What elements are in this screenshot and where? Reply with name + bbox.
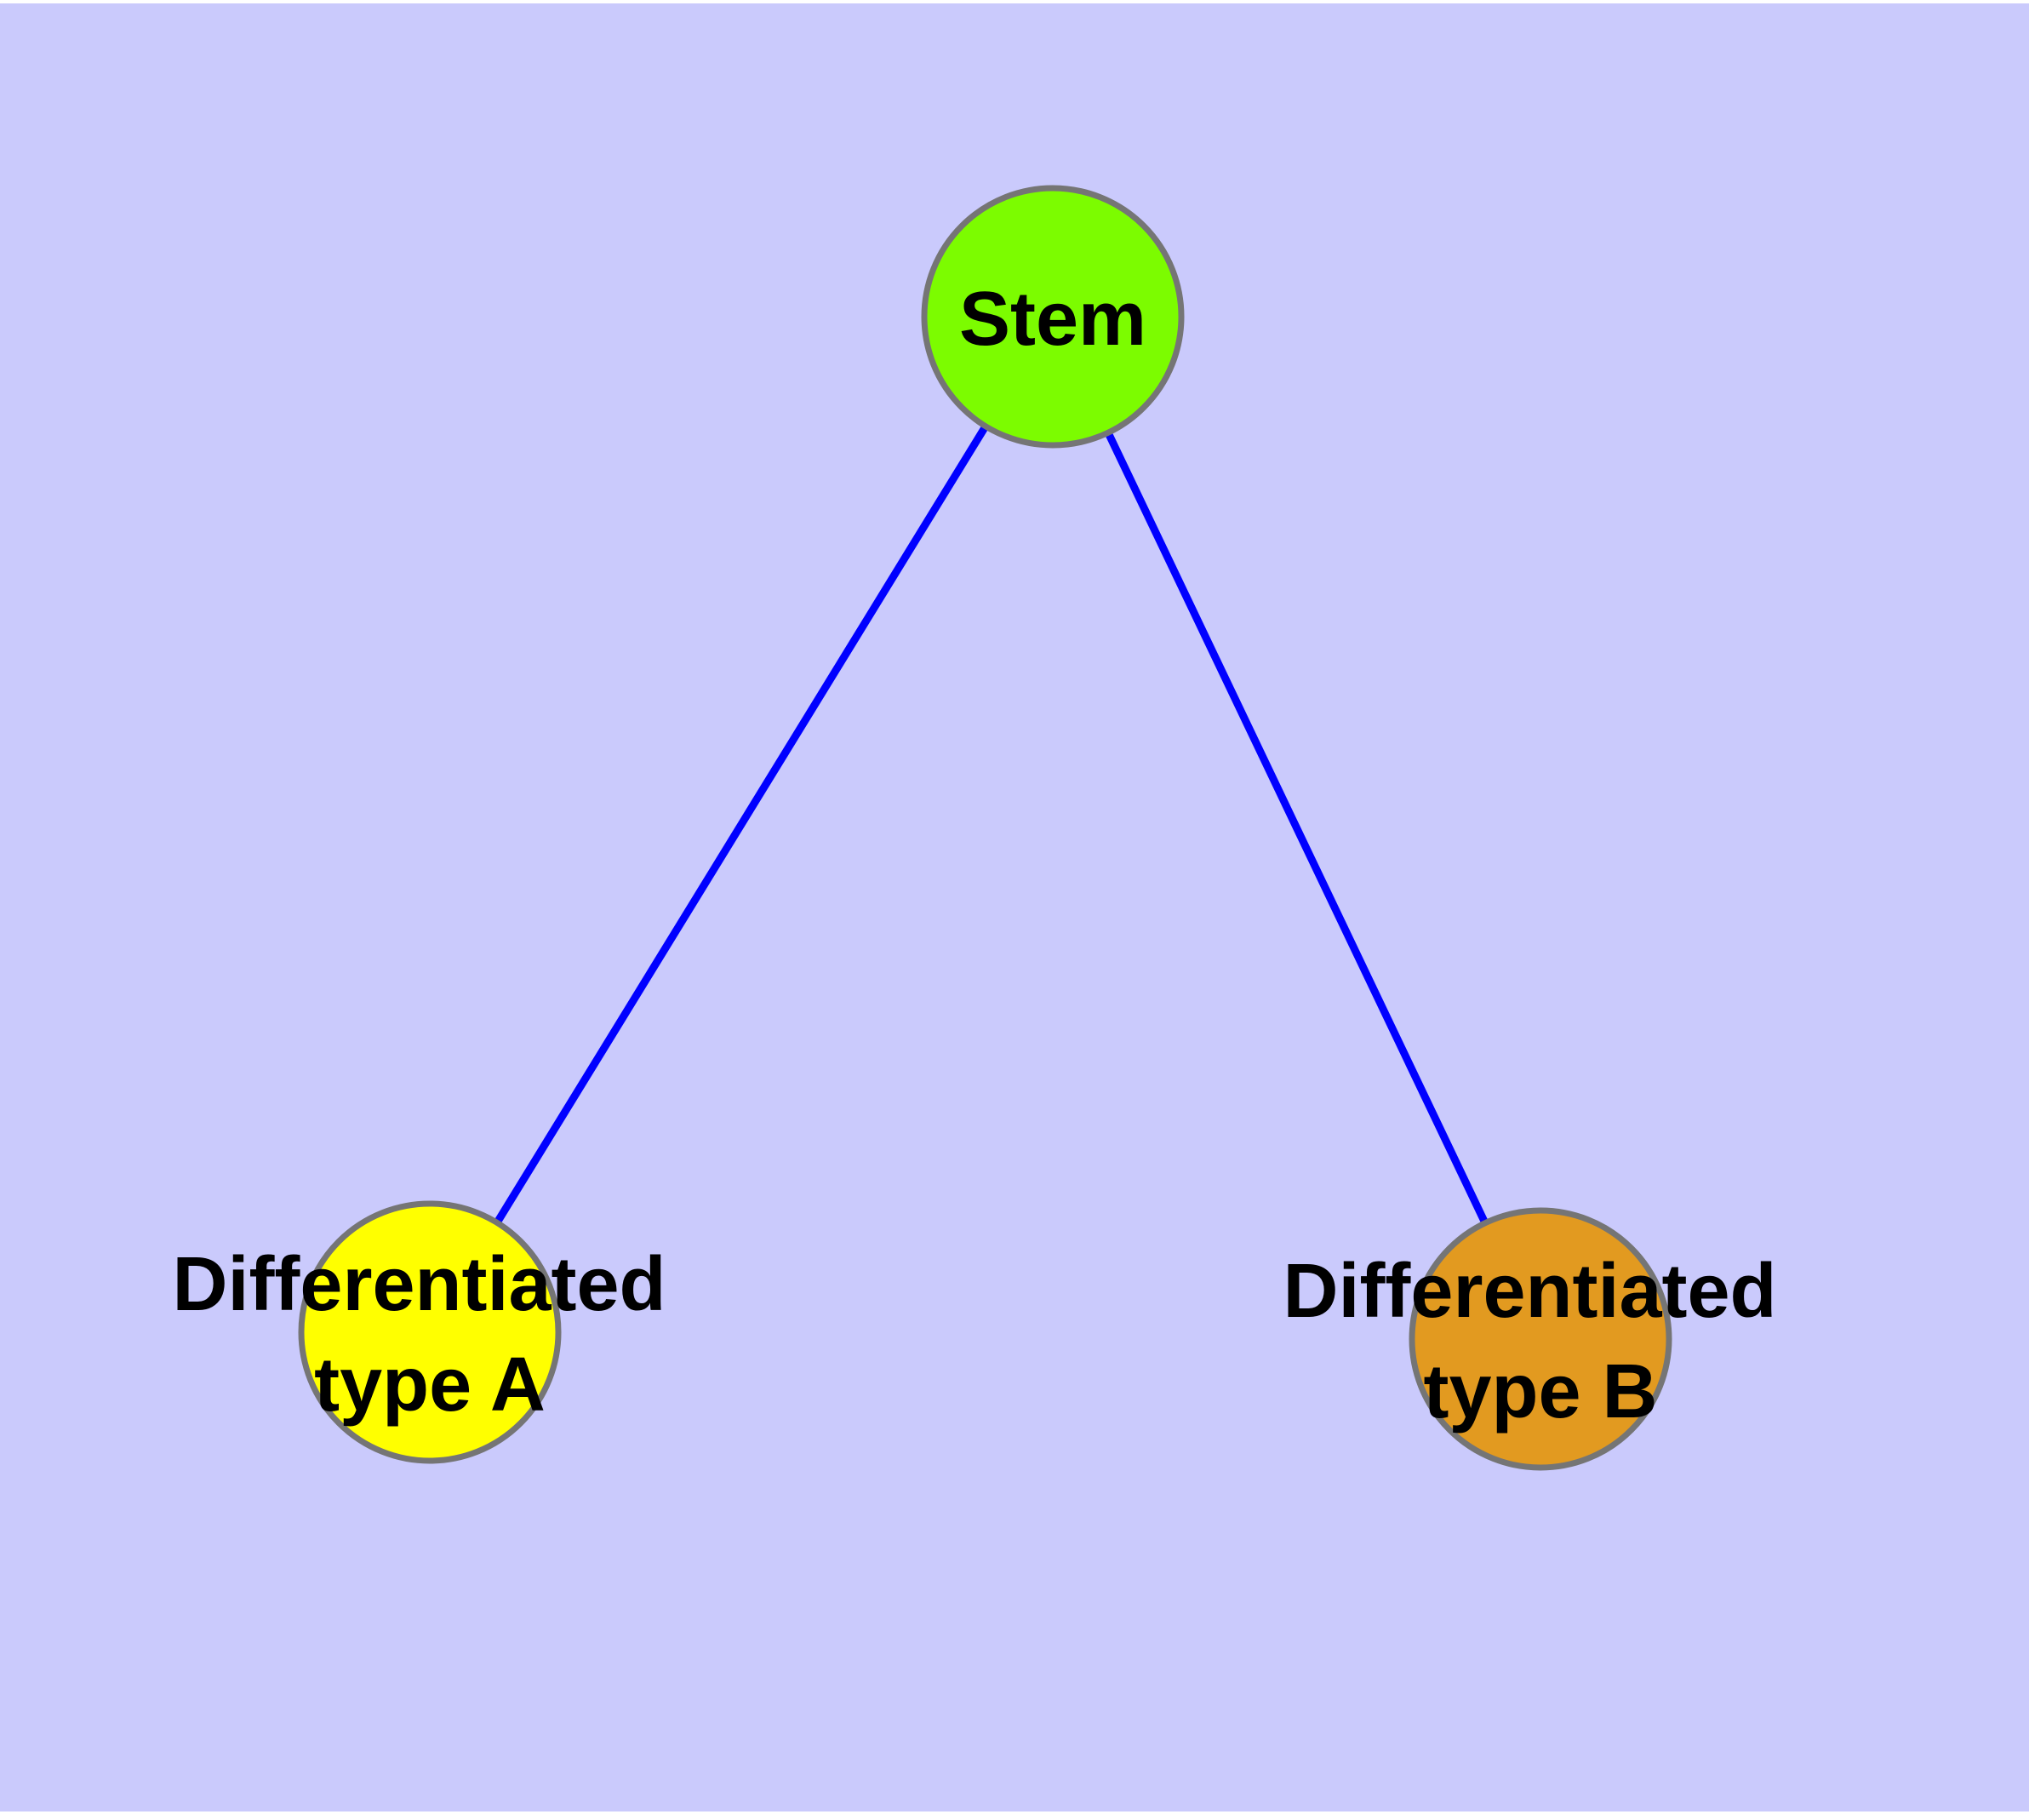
- node-type-a-label-line1: Differentiated: [172, 1242, 666, 1327]
- edge-stem-to-type-b: [1049, 315, 1545, 1341]
- node-stem-label: Stem: [959, 277, 1146, 362]
- node-type-a-label-line2: type A: [314, 1342, 546, 1428]
- node-type-a-label: Differentiated type A: [172, 1242, 687, 1428]
- node-stem-circle: [921, 185, 1185, 449]
- node-type-b-label-line1: Differentiated: [1283, 1249, 1776, 1334]
- node-type-a-circle: [298, 1200, 562, 1464]
- node-type-b-label: Differentiated type B: [1283, 1249, 1798, 1434]
- node-type-b-label-line2: type B: [1423, 1349, 1657, 1434]
- node-type-b-circle: [1409, 1207, 1672, 1471]
- edge-stem-to-type-a: [426, 314, 1056, 1335]
